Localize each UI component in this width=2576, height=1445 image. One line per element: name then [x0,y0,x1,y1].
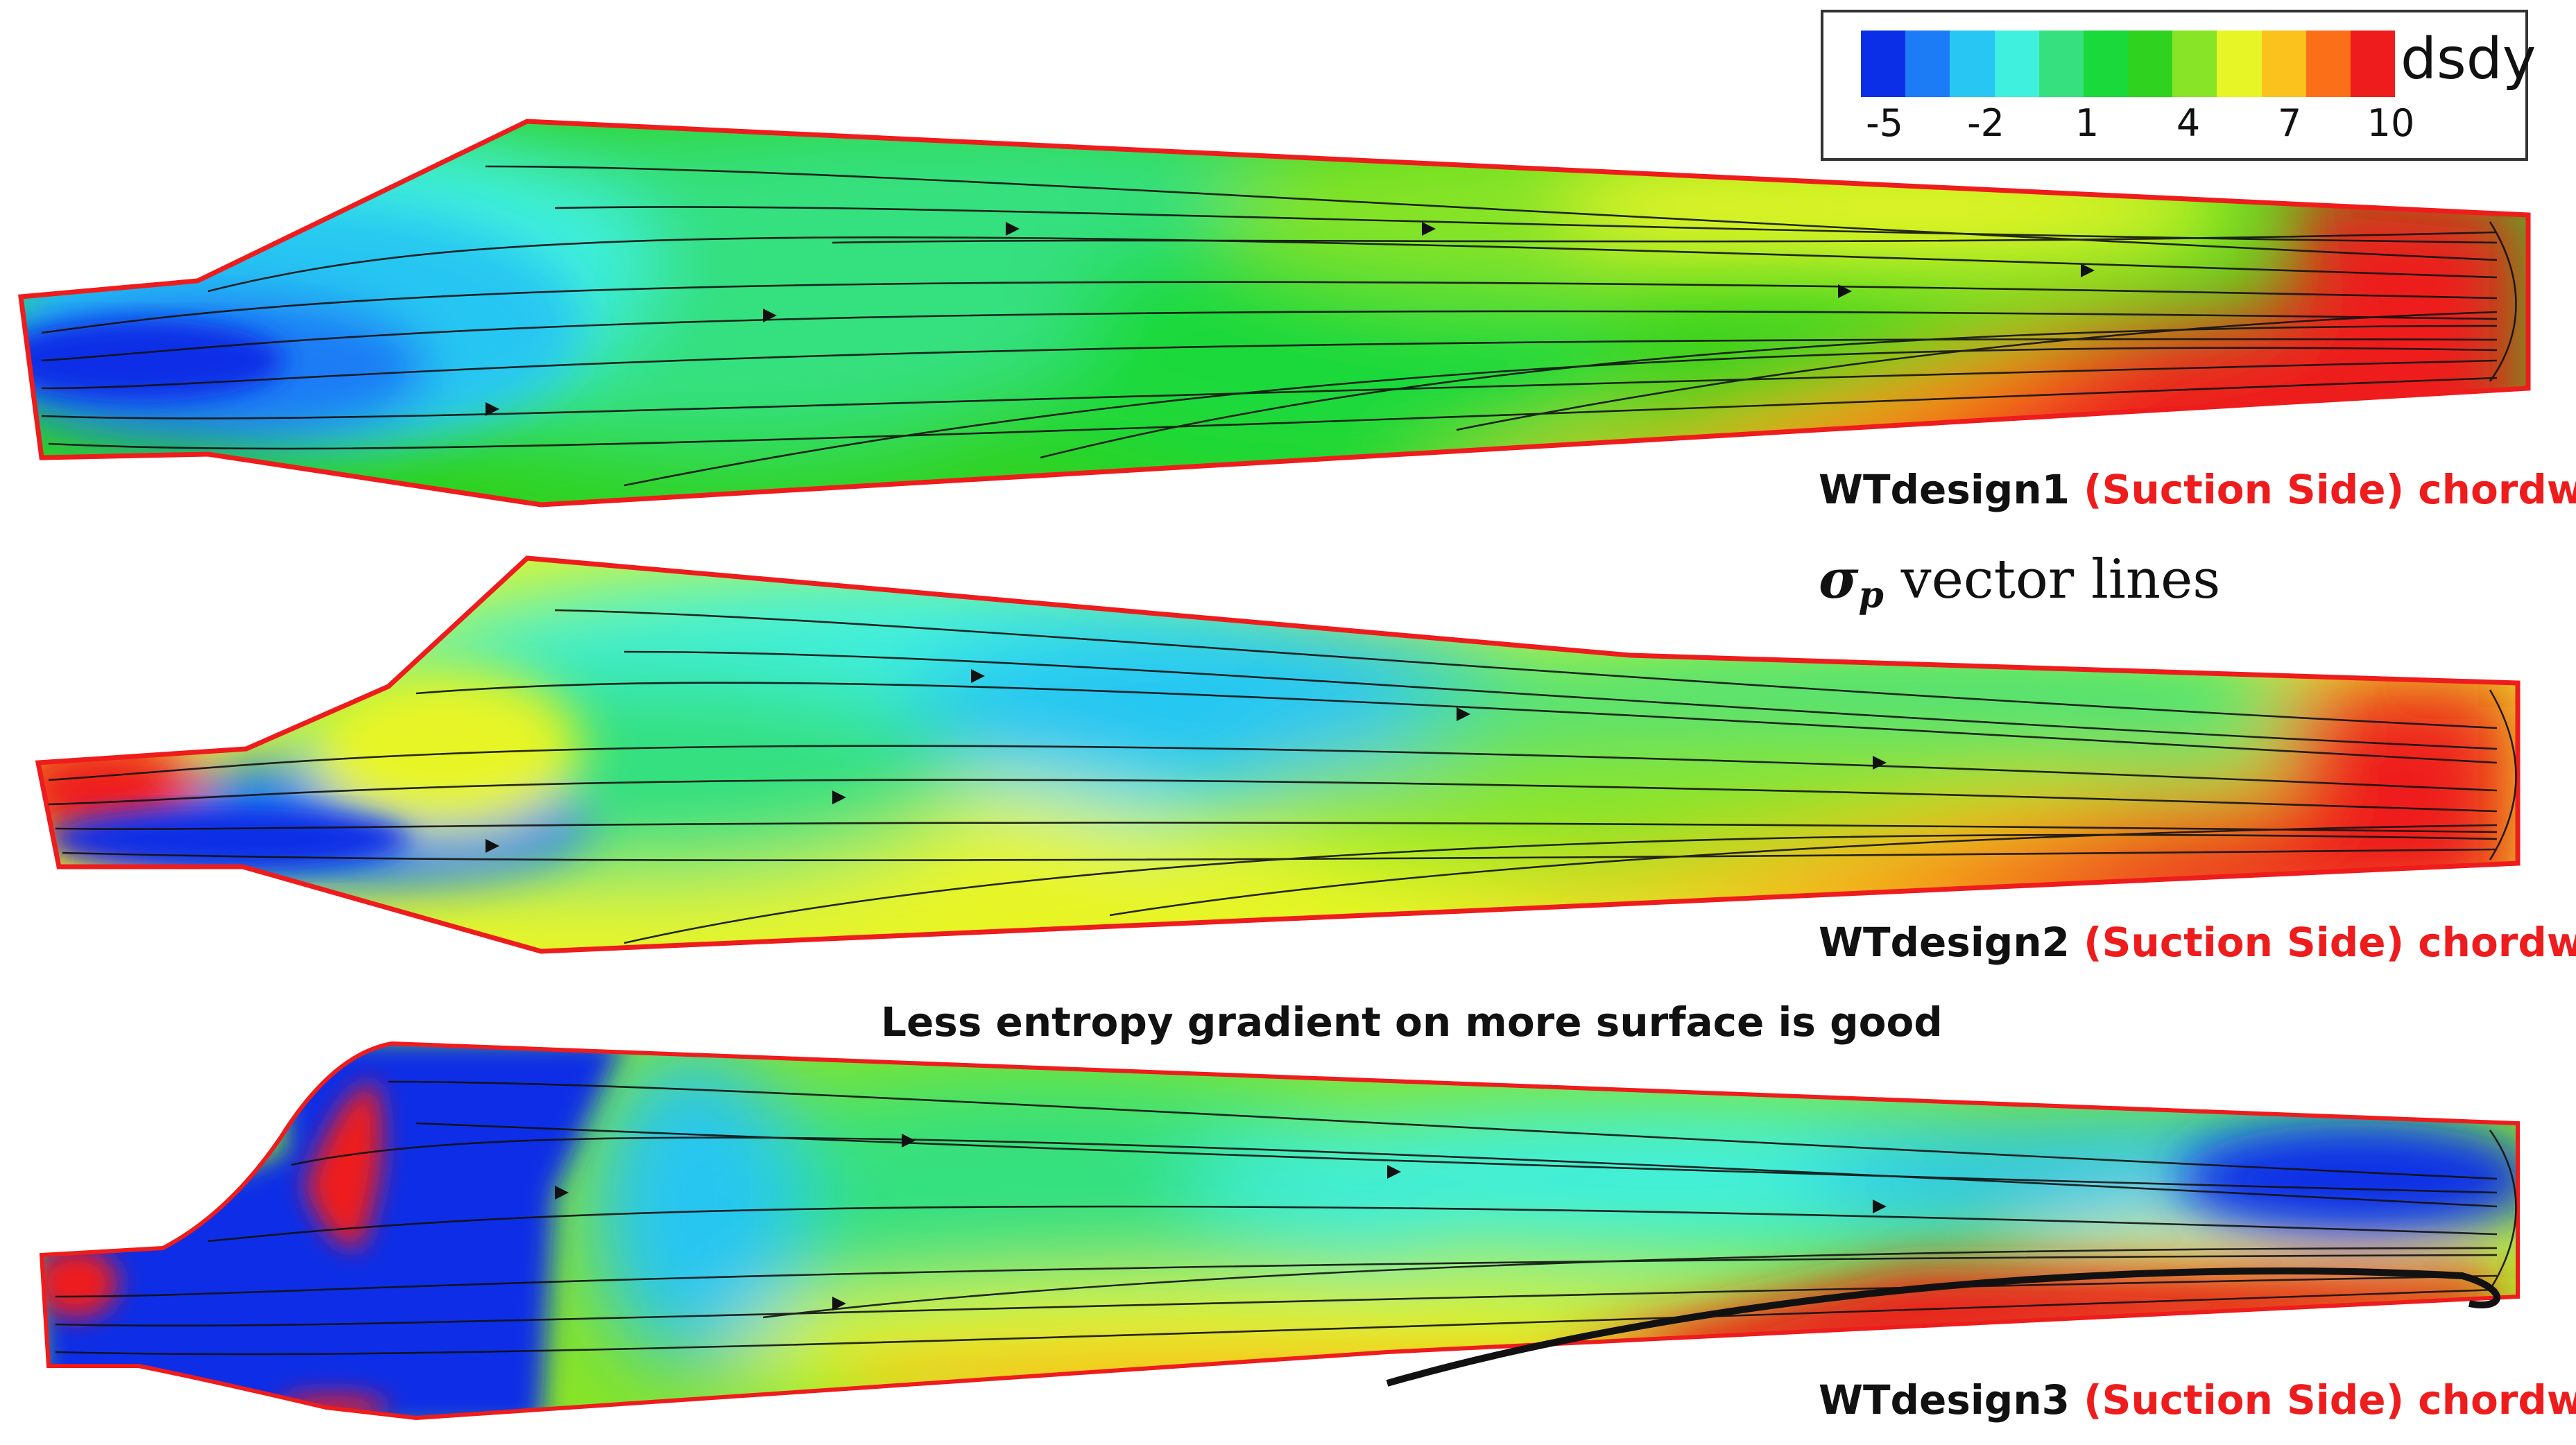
caption-panel-1: WTdesign1 (Suction Side) chordwise [1819,466,2576,513]
colorbar-swatch [1950,31,1995,97]
colorbar-tick-label: 1 [2075,101,2100,145]
colorbar-variable-label: dsdy [2401,26,2536,92]
colorbar-swatch [2128,31,2173,97]
colorbar-swatch [2172,31,2217,97]
colorbar-tick-label: 10 [2367,101,2415,145]
caption-model-3: WTdesign3 [1819,1376,2070,1424]
sigma-text: vector lines [1883,548,2221,611]
caption-side-3: (Suction Side) chordwise [2084,1376,2576,1424]
colorbar-tick-label: -5 [1866,101,1903,145]
colorbar-tick-label: -2 [1967,101,2004,145]
caption-side-1: (Suction Side) chordwise [2084,466,2576,513]
colorbar-legend: dsdy -5 -2 1 4 7 10 [1821,10,2536,161]
entropy-note: Less entropy gradient on more surface is… [881,998,1943,1046]
colorbar-swatch [2261,31,2307,97]
colorbar-swatch [2305,31,2351,97]
sigma-symbol: σ [1819,548,1859,611]
colorbar-swatch [2083,31,2129,97]
caption-side-2: (Suction Side) chordwise [2084,919,2576,966]
colorbar-swatch [2038,31,2084,97]
colorbar-swatch [1994,31,2040,97]
caption-panel-2: WTdesign2 (Suction Side) chordwise [1819,919,2576,966]
colorbar [1861,31,2396,97]
caption-panel-3: WTdesign3 (Suction Side) chordwise [1819,1376,2576,1424]
colorbar-swatch [2217,31,2262,97]
colorbar-tick-label: 7 [2277,101,2302,145]
colorbar-swatch [1905,31,1950,97]
blade-3 [39,1041,2520,1421]
colorbar-swatch [1861,31,1906,97]
caption-model-2: WTdesign2 [1819,919,2070,966]
colorbar-swatch [2350,31,2396,97]
colorbar-tick-label: 4 [2176,101,2201,145]
sigma-subscript: p [1858,574,1884,616]
sigma-vector-lines-label: σp vector lines [1819,548,2220,616]
caption-model-1: WTdesign1 [1819,466,2070,513]
